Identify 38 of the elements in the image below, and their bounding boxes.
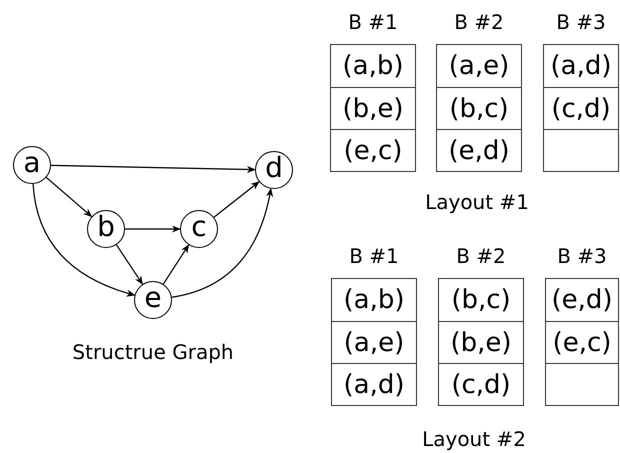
block-heading: B #1: [349, 244, 399, 270]
block-heading: B #3: [557, 244, 607, 270]
arrow: [32, 184, 136, 296]
edge-pair-cell: (a,e): [437, 45, 521, 87]
arrow: [162, 244, 190, 284]
edge-pair-cell: (c,d): [544, 87, 618, 129]
arrow: [125, 225, 181, 233]
edge-pair-cell: (a,e): [332, 321, 416, 363]
vertex-circle: b: [87, 210, 125, 248]
edge-pair-cell: (a,b): [331, 45, 415, 87]
arrow: [46, 176, 92, 218]
vertex-circle: a: [13, 146, 51, 184]
arrow: [214, 181, 260, 218]
arrow: [116, 244, 144, 285]
edge-pair-cell: (e,d): [437, 129, 521, 171]
layout-caption: Layout #1: [425, 190, 529, 214]
block-heading: B #1: [348, 10, 398, 36]
edge-pair-cell: (b,c): [439, 279, 523, 321]
vertex-circle: d: [255, 151, 293, 189]
edge-pair-cell: (e,d): [546, 279, 618, 321]
arrow: [172, 188, 273, 298]
edge-pair-cell: (a,d): [544, 45, 618, 87]
edge-pair-cell: (e,c): [331, 129, 415, 171]
layout-caption: Layout #2: [422, 427, 526, 451]
edge-pair-cell: (b,e): [439, 321, 523, 363]
vertex-circle: e: [134, 281, 172, 319]
edge-pair-cell: (a,b): [332, 279, 416, 321]
edge-pair-cell: (e,c): [546, 321, 618, 363]
arrow: [50, 164, 256, 174]
edge-pair-cell: (b,c): [437, 87, 521, 129]
graph-caption: Structrue Graph: [72, 340, 234, 364]
edge-pair-cell: (a,d): [332, 363, 416, 405]
block-heading: B #2: [456, 244, 506, 270]
vertex-circle: c: [180, 210, 218, 248]
edge-pair-cell: (c,d): [439, 363, 523, 405]
block-heading: B #2: [454, 10, 504, 36]
edge-pair-cell: (b,e): [331, 87, 415, 129]
block-heading: B #3: [556, 10, 606, 36]
